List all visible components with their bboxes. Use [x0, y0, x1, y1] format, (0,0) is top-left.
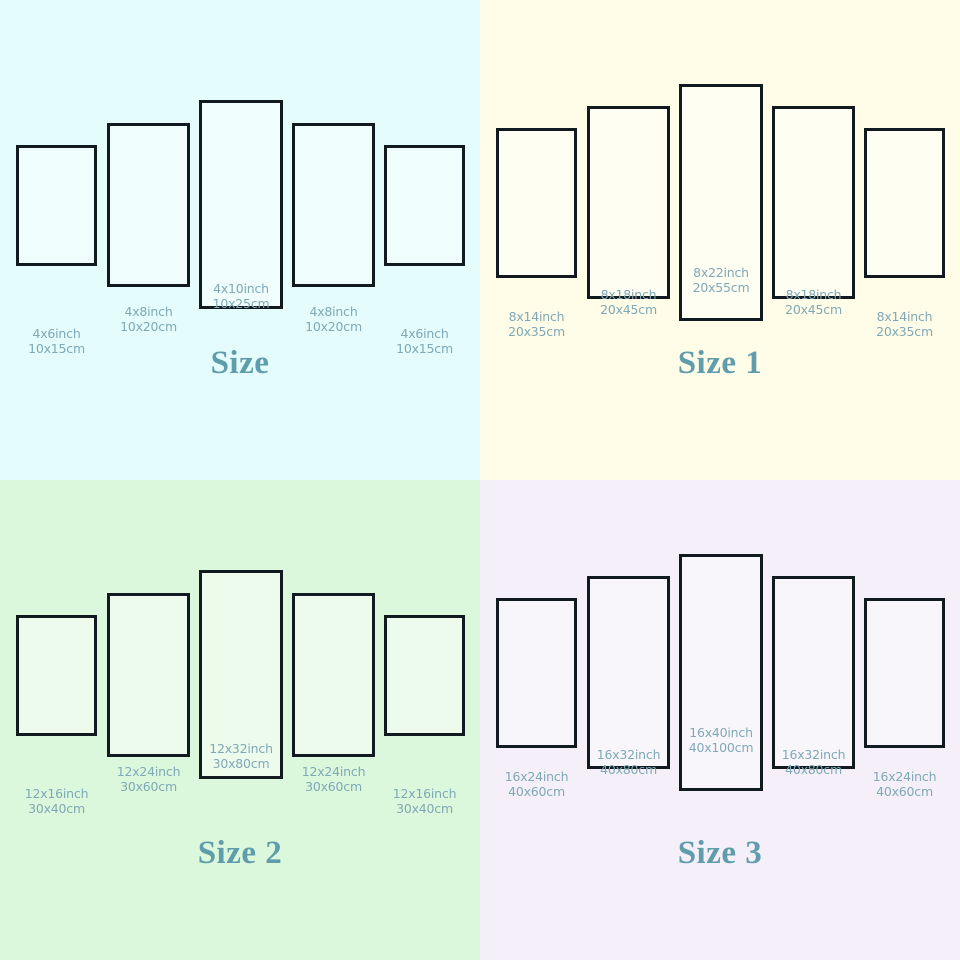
panel-size-inch: 12x24inch [116, 764, 181, 779]
panel-size-cm: 10x20cm [120, 319, 177, 334]
panel-size-cm: 40x100cm [688, 740, 754, 755]
panel-size-cm: 20x45cm [600, 302, 657, 317]
panel-size-cm: 30x60cm [305, 779, 362, 794]
panel-size-cm: 20x55cm [692, 280, 750, 295]
panel-label-5: 4x6inch 10x15cm [387, 326, 462, 356]
panel-label-5: 12x16inch 30x40cm [387, 786, 462, 816]
panel-size-inch: 12x32inch [209, 741, 273, 756]
panel-size-inch: 16x32inch [596, 747, 661, 762]
panel-size-cm: 30x40cm [396, 801, 453, 816]
canvas-panel-2[interactable]: 4x8inch 10x20cm [107, 123, 190, 334]
panel-size-cm: 10x15cm [396, 341, 453, 356]
panel-group-size-2: 12x16inch 30x40cm 12x24inch 30x60cm 12x3… [0, 480, 480, 880]
panel-size-cm: 40x60cm [876, 784, 933, 799]
panel-size-inch: 8x14inch [876, 309, 933, 324]
panel-label-2: 16x32inch 40x80cm [590, 747, 667, 777]
canvas-panel-4[interactable]: 8x18inch 20x45cm [772, 106, 855, 317]
canvas-panel-1[interactable]: 12x16inch 30x40cm [16, 615, 97, 816]
panel-size-inch: 4x10inch [213, 281, 269, 296]
quadrant-size-1: 8x14inch 20x35cm 8x18inch 20x45cm 8x22in… [480, 0, 960, 480]
panel-label-2: 8x18inch 20x45cm [590, 287, 667, 317]
panel-size-inch: 16x40inch [689, 725, 753, 740]
panel-label-4: 4x8inch 10x20cm [295, 304, 372, 334]
panel-size-inch: 16x24inch [504, 769, 569, 784]
quadrant-title-size-3: Size 3 [677, 835, 763, 871]
panel-size-inch: 8x18inch [600, 287, 657, 302]
canvas-panel-2[interactable]: 12x24inch 30x60cm [107, 593, 190, 794]
panel-label-1: 4x6inch 10x15cm [19, 326, 94, 356]
canvas-panel-2[interactable]: 8x18inch 20x45cm [587, 106, 670, 317]
canvas-panel-3[interactable]: 12x32inch 30x80cm [199, 570, 283, 779]
panel-size-cm: 20x45cm [785, 302, 842, 317]
panel-size-inch: 4x8inch [309, 304, 358, 319]
panel-label-4: 16x32inch 40x80cm [775, 747, 852, 777]
panel-size-inch: 12x16inch [392, 786, 457, 801]
panel-size-inch: 12x24inch [301, 764, 366, 779]
panel-size-inch: 8x18inch [785, 287, 842, 302]
panel-label-1: 16x24inch 40x60cm [499, 769, 574, 799]
panel-size-cm: 10x15cm [28, 341, 85, 356]
panel-size-cm: 10x20cm [305, 319, 362, 334]
panel-label-1: 8x14inch 20x35cm [499, 309, 574, 339]
canvas-panel-5[interactable]: 8x14inch 20x35cm [864, 128, 945, 339]
panel-size-cm: 40x80cm [785, 762, 842, 777]
panel-label-1: 12x16inch 30x40cm [19, 786, 94, 816]
panel-size-inch: 12x16inch [24, 786, 89, 801]
quadrant-title-size-2: Size 2 [197, 835, 283, 871]
panel-size-inch: 4x8inch [124, 304, 173, 319]
canvas-panel-5[interactable]: 4x6inch 10x15cm [384, 145, 465, 356]
quadrant-title-size: Size [210, 345, 270, 381]
panel-size-cm: 40x60cm [508, 784, 565, 799]
panel-size-inch: 8x14inch [508, 309, 565, 324]
panel-size-cm: 20x35cm [876, 324, 933, 339]
panel-size-inch: 16x32inch [781, 747, 846, 762]
canvas-panel-3[interactable]: 8x22inch 20x55cm [679, 84, 763, 321]
panel-label-4: 12x24inch 30x60cm [295, 764, 372, 794]
panel-label-3: 4x10inch 10x25cm [202, 281, 280, 311]
canvas-panel-4[interactable]: 12x24inch 30x60cm [292, 593, 375, 794]
panel-label-4: 8x18inch 20x45cm [775, 287, 852, 317]
canvas-panel-5[interactable]: 16x24inch 40x60cm [864, 598, 945, 799]
canvas-panel-3[interactable]: 16x40inch 40x100cm [679, 554, 763, 791]
canvas-panel-3[interactable]: 4x10inch 10x25cm [199, 100, 283, 311]
quadrant-size-2: 12x16inch 30x40cm 12x24inch 30x60cm 12x3… [0, 480, 480, 960]
panel-size-cm: 30x40cm [28, 801, 85, 816]
panel-group-size-3: 16x24inch 40x60cm 16x32inch 40x80cm 16x4… [480, 480, 960, 880]
canvas-panel-5[interactable]: 12x16inch 30x40cm [384, 615, 465, 816]
canvas-panel-1[interactable]: 8x14inch 20x35cm [496, 128, 577, 339]
canvas-panel-1[interactable]: 4x6inch 10x15cm [16, 145, 97, 356]
panel-group-size: 4x6inch 10x15cm 4x8inch 10x20cm 4x10inch… [0, 0, 480, 400]
panel-label-5: 8x14inch 20x35cm [867, 309, 942, 339]
quadrant-title-size-1: Size 1 [677, 345, 763, 381]
quadrant-size: 4x6inch 10x15cm 4x8inch 10x20cm 4x10inch… [0, 0, 480, 480]
panel-size-cm: 20x35cm [508, 324, 565, 339]
canvas-panel-4[interactable]: 4x8inch 10x20cm [292, 123, 375, 334]
quadrant-size-3: 16x24inch 40x60cm 16x32inch 40x80cm 16x4… [480, 480, 960, 960]
panel-label-3: 12x32inch 30x80cm [202, 741, 280, 771]
panel-label-3: 8x22inch 20x55cm [682, 265, 760, 295]
panel-label-2: 12x24inch 30x60cm [110, 764, 187, 794]
panel-label-2: 4x8inch 10x20cm [110, 304, 187, 334]
panel-size-cm: 10x25cm [212, 296, 270, 311]
panel-size-inch: 4x6inch [400, 326, 449, 341]
panel-size-cm: 30x60cm [120, 779, 177, 794]
canvas-panel-1[interactable]: 16x24inch 40x60cm [496, 598, 577, 799]
panel-size-inch: 16x24inch [872, 769, 937, 784]
canvas-panel-2[interactable]: 16x32inch 40x80cm [587, 576, 670, 777]
panel-size-cm: 30x80cm [212, 756, 270, 771]
panel-label-5: 16x24inch 40x60cm [867, 769, 942, 799]
panel-size-cm: 40x80cm [600, 762, 657, 777]
canvas-panel-4[interactable]: 16x32inch 40x80cm [772, 576, 855, 777]
panel-group-size-1: 8x14inch 20x35cm 8x18inch 20x45cm 8x22in… [480, 0, 960, 400]
panel-label-3: 16x40inch 40x100cm [682, 725, 760, 755]
panel-size-inch: 8x22inch [693, 265, 749, 280]
panel-size-inch: 4x6inch [32, 326, 81, 341]
